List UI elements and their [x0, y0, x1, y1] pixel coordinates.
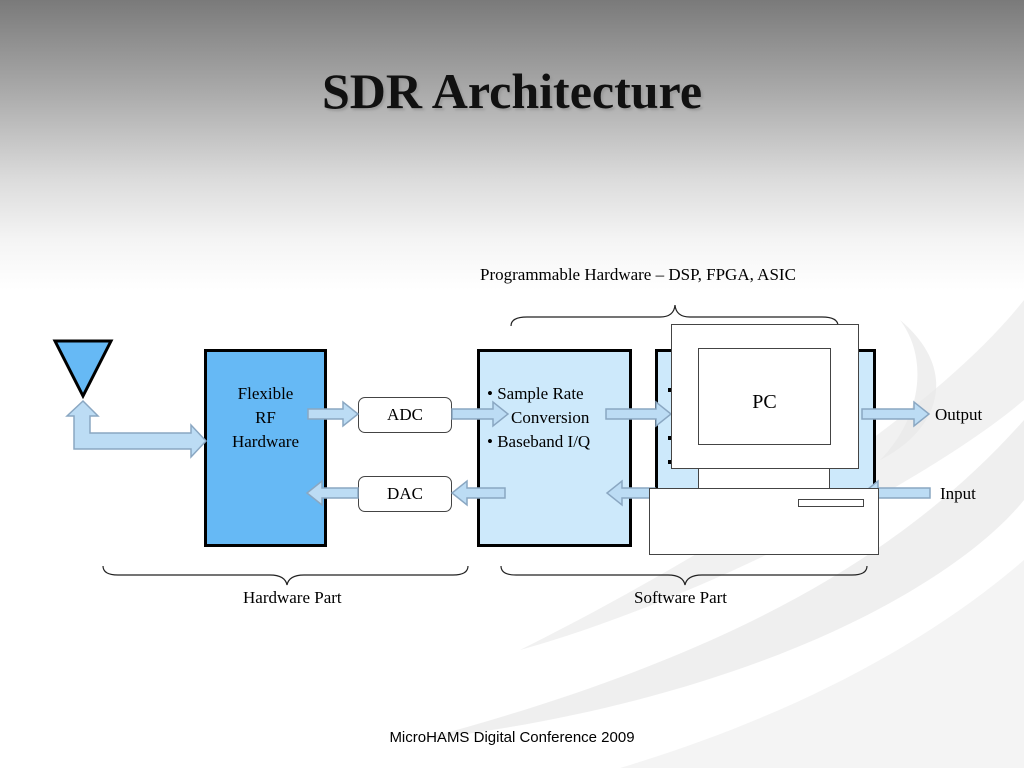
dac-label: DAC — [387, 484, 423, 503]
pc-label: PC — [752, 391, 777, 413]
antenna-feed-arrow — [65, 399, 208, 459]
sample-rate-to-dsp-arrow — [605, 400, 673, 428]
conversion-text: Conversion — [511, 408, 590, 427]
dac-to-rf-arrow — [305, 479, 359, 507]
pc-monitor: PC — [671, 324, 859, 469]
adc-box: ADC — [358, 397, 452, 433]
sample-rate-block: • Sample Rate Conversion • Baseband I/Q — [477, 349, 632, 547]
pc-base — [649, 488, 879, 555]
output-label: Output — [935, 405, 983, 424]
sample-rate-bullet: • Sample Rate — [487, 384, 584, 403]
slide-footer: MicroHAMS Digital Conference 2009 — [389, 729, 635, 746]
programmable-hardware-label: Programmable Hardware – DSP, FPGA, ASIC — [480, 265, 796, 284]
pc-stand — [698, 468, 830, 489]
hardware-part-label: Hardware Part — [243, 588, 342, 607]
pc-screen: PC — [698, 348, 831, 445]
sample-rate-to-dac-arrow — [450, 479, 506, 507]
antenna-icon — [52, 339, 114, 400]
dsp-to-sample-rate-arrow — [605, 479, 656, 507]
programmable-hardware-brace — [510, 304, 839, 327]
rf-to-adc-arrow — [307, 400, 360, 428]
input-label: Input — [940, 484, 976, 503]
hardware-part-brace — [102, 565, 469, 586]
software-part-brace — [500, 565, 868, 586]
rf-block-line-2: RF — [255, 408, 276, 427]
slide-title: SDR Architecture — [321, 63, 703, 119]
dac-box: DAC — [358, 476, 452, 512]
adc-to-sample-rate-arrow — [451, 400, 510, 428]
baseband-iq-bullet: • Baseband I/Q — [487, 432, 591, 451]
software-part-label: Software Part — [634, 588, 728, 607]
rf-hardware-block: Flexible RF Hardware — [204, 349, 327, 547]
rf-block-line-1: Flexible — [237, 384, 294, 403]
output-arrow — [861, 400, 931, 428]
rf-block-line-3: Hardware — [231, 432, 299, 451]
adc-label: ADC — [387, 405, 423, 424]
pc-drive-slot — [798, 499, 864, 507]
